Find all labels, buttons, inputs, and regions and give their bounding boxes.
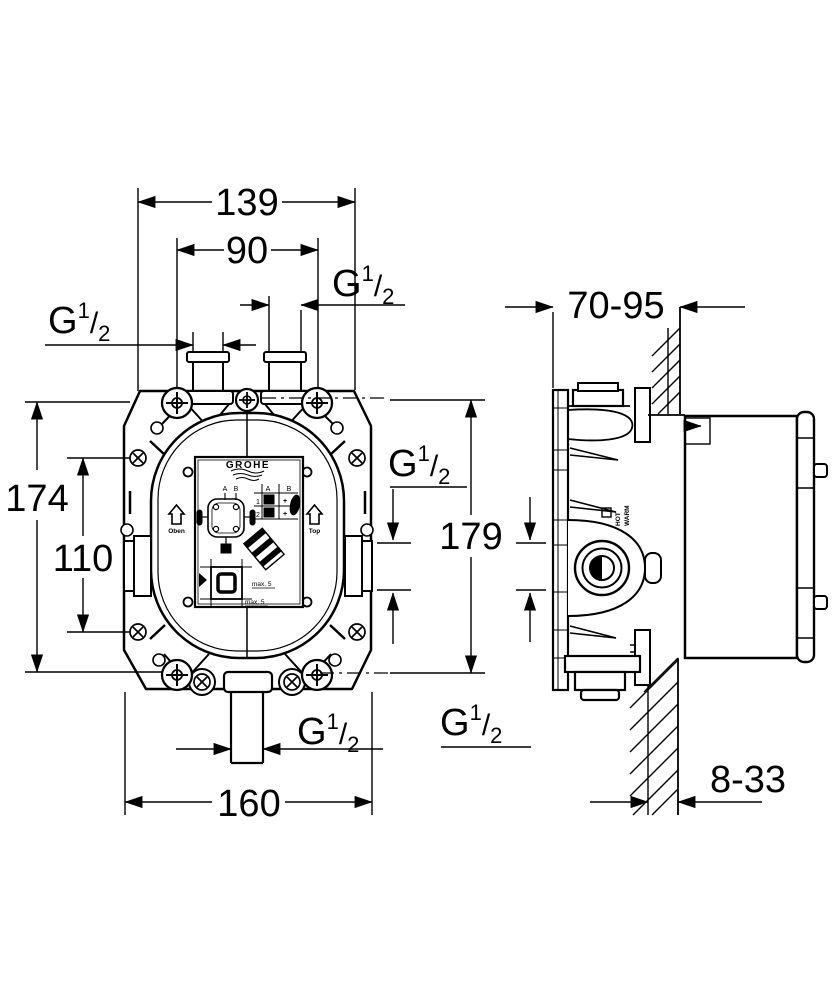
- thread-label-bottom-front: G1/2: [176, 709, 383, 757]
- dim-160: 160: [124, 692, 373, 825]
- dim-90-label: 90: [226, 230, 268, 272]
- orientation-arrow-right: Top: [305, 503, 324, 535]
- top-port-right: [260, 351, 310, 405]
- orientation-label-right: Top: [309, 528, 320, 535]
- thread-text: G1/2: [297, 709, 359, 757]
- orientation-label-left: Oben: [168, 528, 185, 535]
- side-port-left: [123, 535, 152, 597]
- table-row-1: 1: [256, 499, 260, 506]
- dimensions: 139 90 G1/2 G1/2: [5, 182, 786, 825]
- striped-patch-icon: [242, 527, 286, 571]
- thread-label-top-left: G1/2: [45, 298, 256, 352]
- mounting-screws: [160, 386, 334, 692]
- dim-174: 174: [5, 401, 162, 673]
- side-port-right: [344, 535, 373, 597]
- dim-179: 179: [262, 397, 503, 674]
- wall-bracket-top: [634, 387, 651, 443]
- rear-pin-top: [813, 463, 828, 478]
- dim-139: 139: [137, 182, 356, 391]
- rear-flange: [795, 410, 816, 664]
- rear-pin-bottom: [813, 595, 828, 610]
- top-port-left: [184, 351, 234, 405]
- table-header-a: A: [266, 486, 271, 493]
- dim-90: 90: [176, 230, 319, 388]
- thread-label-mid-right: G1/2: [377, 441, 467, 644]
- dim-110-label: 110: [53, 538, 114, 580]
- port-label-b: B: [234, 486, 239, 493]
- side-port-ticks: [516, 497, 546, 642]
- rear-housing: [683, 410, 828, 664]
- dim-179-label: 179: [439, 516, 502, 558]
- flange-holes: [120, 421, 374, 667]
- connection-table: A B 1 2 + +: [254, 484, 301, 520]
- bottom-outlet-side: [563, 654, 642, 702]
- flange-slots: [128, 440, 367, 640]
- handle-icon: [289, 494, 301, 516]
- dim-70-95-label: 70-95: [567, 285, 664, 327]
- plus-mark-2: +: [283, 511, 287, 518]
- plus-mark-1: +: [283, 498, 287, 505]
- port-nub: [644, 552, 662, 584]
- dim-8-33-label: 8-33: [710, 759, 786, 801]
- dim-160-label: 160: [217, 783, 280, 825]
- dim-139-label: 139: [215, 182, 278, 224]
- side-body: HOT WARM: [563, 382, 685, 702]
- thread-text: G1/2: [388, 441, 450, 489]
- hot-marker-square: [601, 507, 612, 518]
- warm-marking: WARM: [624, 505, 631, 526]
- dim-174-label: 174: [5, 478, 68, 520]
- body-ring-holes: [182, 466, 313, 608]
- small-screws: [129, 449, 366, 691]
- max-note-1: max. 5: [252, 581, 272, 588]
- orientation-arrow-left: Oben: [167, 503, 186, 535]
- tile-depth-icon: [199, 559, 252, 607]
- dim-110: 110: [53, 457, 130, 633]
- table-row-2: 2: [256, 512, 260, 519]
- thread-text: G1/2: [440, 700, 502, 748]
- front-view: Oben Top GROHE A B: [120, 351, 374, 765]
- port-label-a: A: [223, 486, 228, 493]
- brand-logo: GROHE: [226, 460, 270, 471]
- valve-schematic-icon: [196, 493, 256, 554]
- thread-label-top-right: G1/2: [240, 261, 405, 352]
- dim-70-95: 70-95: [505, 285, 745, 388]
- thread-text: G1/2: [48, 298, 110, 346]
- thread-text: G1/2: [332, 261, 394, 309]
- instruction-sticker: GROHE A B: [193, 455, 305, 609]
- brand-waves-icon: [230, 468, 265, 482]
- mounting-plate: [551, 388, 570, 692]
- top-plug: [571, 388, 625, 408]
- side-view: HOT WARM: [551, 307, 828, 816]
- table-header-b: B: [287, 486, 292, 493]
- max-note-2: max. 5: [245, 599, 265, 606]
- hot-marking: HOT: [615, 512, 622, 526]
- dim-8-33: 8-33: [590, 759, 786, 809]
- thread-label-side-bottom: G1/2: [440, 700, 531, 748]
